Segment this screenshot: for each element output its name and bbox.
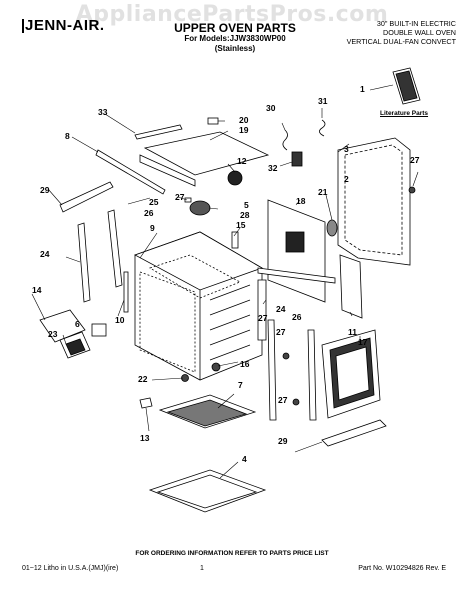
callout-7: 7 bbox=[238, 380, 243, 390]
part-8-strip bbox=[95, 149, 166, 195]
callout-28: 28 bbox=[240, 210, 250, 220]
callout-26: 26 bbox=[144, 208, 154, 218]
callout-31: 31 bbox=[318, 96, 328, 106]
part-15-element bbox=[257, 279, 267, 341]
part-27-screw-mid bbox=[282, 352, 290, 360]
part-30-wire bbox=[282, 129, 288, 151]
part-24-rail bbox=[77, 222, 91, 303]
callout-5: 5 bbox=[244, 200, 249, 210]
callout-22: 22 bbox=[138, 374, 148, 384]
part-10-strip bbox=[123, 271, 129, 313]
callout-21: 21 bbox=[318, 187, 328, 197]
part-4-rack bbox=[148, 469, 267, 513]
footer-litho: 01~12 Litho in U.S.A.(JMJ)(ire) bbox=[22, 565, 119, 572]
part-29-rail-right bbox=[321, 419, 387, 447]
callout-8: 8 bbox=[65, 131, 70, 141]
callout-15: 15 bbox=[236, 220, 246, 230]
part-18-rear-panel bbox=[267, 199, 326, 303]
part-23-lens-dark bbox=[65, 338, 86, 356]
part-31-wire bbox=[319, 119, 326, 137]
part-12-fan-blade bbox=[227, 170, 243, 186]
literature-booklet bbox=[392, 67, 421, 105]
callout-2: 2 bbox=[344, 174, 349, 184]
part-33-bar bbox=[134, 124, 183, 140]
ordering-note: FOR ORDERING INFORMATION REFER TO PARTS … bbox=[135, 550, 329, 557]
callout-25: 25 bbox=[149, 197, 159, 207]
model-finish: (Stainless) bbox=[214, 44, 256, 53]
part-19-top-panel bbox=[143, 131, 270, 176]
callout-14: 14 bbox=[32, 285, 42, 295]
callout-17: 17 bbox=[358, 337, 368, 347]
part-20-bracket bbox=[207, 117, 219, 125]
desc-line-2: DOUBLE WALL OVEN bbox=[383, 28, 456, 37]
part-27-screw bbox=[184, 197, 192, 203]
callout-11: 11 bbox=[348, 327, 357, 337]
callout-9: 9 bbox=[150, 223, 155, 233]
part-14-light-housing bbox=[39, 309, 86, 343]
part-5-motor bbox=[189, 200, 211, 216]
callout-23: 23 bbox=[48, 329, 58, 339]
callout-27-fan: 27 bbox=[175, 192, 185, 202]
callout-27-mid: 27 bbox=[258, 313, 268, 323]
part-26-rail-right bbox=[307, 329, 317, 421]
callout-20: 20 bbox=[239, 115, 249, 125]
callout-33: 33 bbox=[98, 107, 108, 117]
callout-13: 13 bbox=[140, 433, 150, 443]
model-line: For Models:JJW3830WP00 bbox=[184, 34, 286, 43]
watermark: AppliancePartsPros.com bbox=[75, 2, 389, 27]
callout-12: 12 bbox=[237, 156, 247, 166]
brand-text: JENN-AIR. bbox=[25, 17, 105, 34]
callout-18: 18 bbox=[296, 196, 306, 206]
model-info: For Models:JJW3830WP00 (Stainless) bbox=[150, 34, 320, 54]
logo-bar-icon bbox=[22, 19, 24, 34]
footer-part-number: Part No. W10294826 Rev. E bbox=[358, 565, 446, 572]
callout-6: 6 bbox=[75, 319, 80, 329]
callout-32: 32 bbox=[268, 163, 278, 173]
leader-lines bbox=[31, 84, 419, 479]
oven-cavity bbox=[134, 231, 263, 381]
part-27-screw-lower bbox=[292, 398, 300, 406]
part-24-rail-right bbox=[267, 319, 277, 421]
callout-24: 24 bbox=[40, 249, 50, 259]
part-16-fastener bbox=[211, 362, 221, 372]
part-28-plug bbox=[231, 231, 239, 249]
desc-line-3: VERTICAL DUAL-FAN CONVECT bbox=[346, 37, 456, 46]
footer-page-number: 1 bbox=[200, 565, 204, 572]
part-21-sensor bbox=[326, 219, 338, 237]
part-26-rail bbox=[107, 209, 123, 288]
callout-4: 4 bbox=[242, 454, 247, 464]
callout-24-right: 24 bbox=[276, 304, 286, 314]
part-32-switch bbox=[291, 151, 303, 167]
page-title: UPPER OVEN PARTS bbox=[174, 21, 296, 35]
callout-19: 19 bbox=[239, 125, 249, 135]
part-17-door-panel bbox=[321, 329, 381, 419]
part-13-clip bbox=[139, 397, 153, 409]
callout-10: 10 bbox=[115, 315, 125, 325]
part-2-wrapper bbox=[337, 137, 411, 266]
callout-29-right: 29 bbox=[278, 436, 288, 446]
part-25-strip bbox=[257, 267, 336, 284]
part-7-rack bbox=[158, 394, 257, 429]
callout-27-right: 27 bbox=[410, 155, 420, 165]
desc-line-1: 30" BUILT-IN ELECTRIC bbox=[376, 19, 456, 28]
literature-parts-label: Literature Parts bbox=[380, 110, 429, 117]
part-29-bracket bbox=[59, 181, 114, 213]
callout-27-lower: 27 bbox=[276, 327, 286, 337]
callout-30: 30 bbox=[266, 103, 276, 113]
callout-27-bottom: 27 bbox=[278, 395, 288, 405]
callout-3: 3 bbox=[344, 144, 349, 154]
part-19-front-lip bbox=[139, 154, 196, 187]
product-description: 30" BUILT-IN ELECTRIC DOUBLE WALL OVEN V… bbox=[316, 19, 456, 46]
part-11-side-shield bbox=[339, 254, 363, 319]
callout-16: 16 bbox=[240, 359, 250, 369]
brand-logo: JENN-AIR. bbox=[22, 18, 142, 34]
part-27-screw-right bbox=[408, 186, 416, 194]
part-6-socket bbox=[91, 323, 107, 337]
callout-29: 29 bbox=[40, 185, 50, 195]
callout-26-right: 26 bbox=[292, 312, 302, 322]
callout-1: 1 bbox=[360, 84, 365, 94]
